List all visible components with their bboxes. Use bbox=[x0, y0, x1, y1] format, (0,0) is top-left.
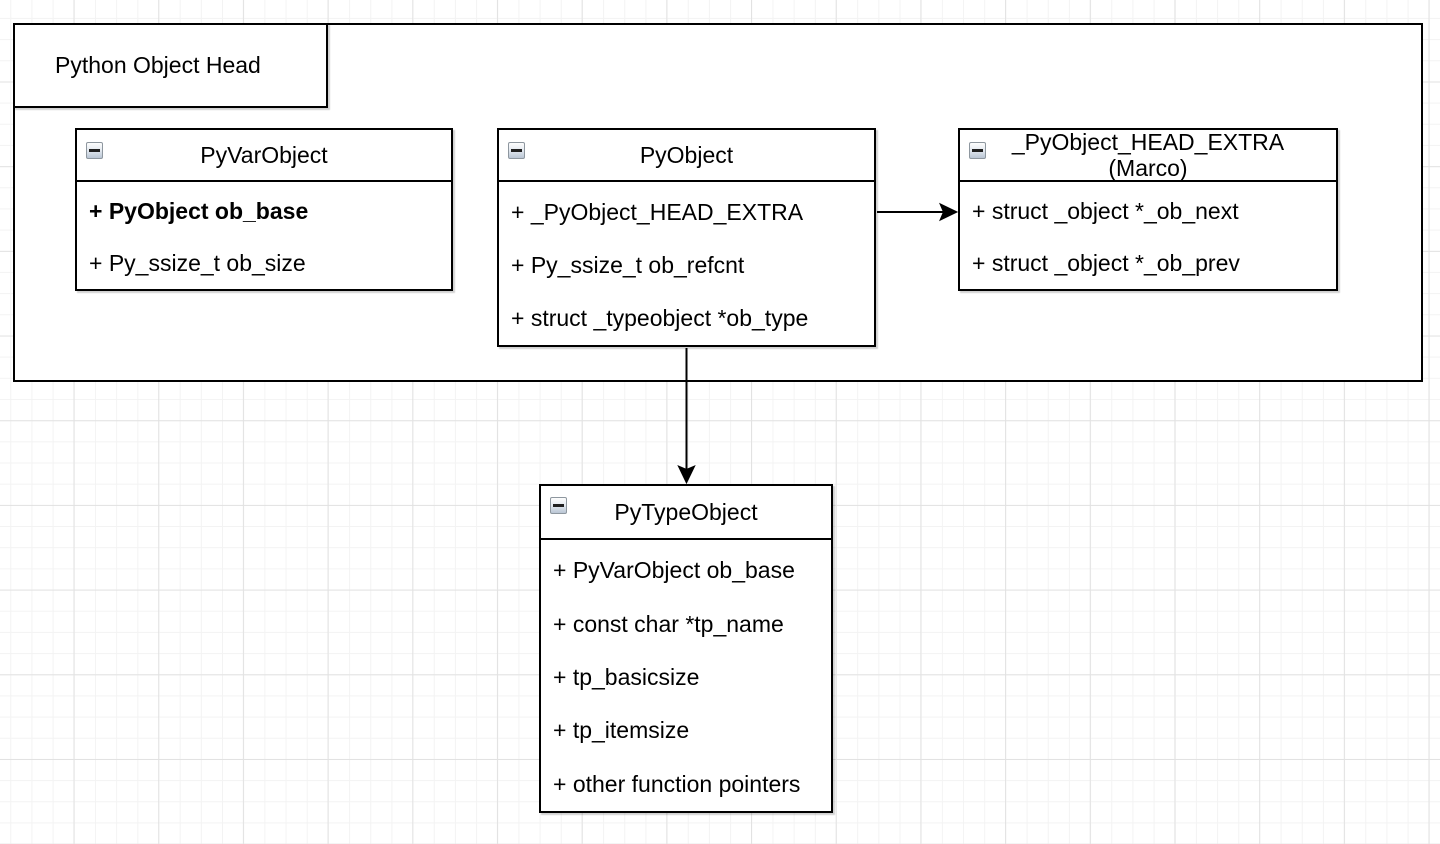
member-row[interactable]: + Py_ssize_t ob_size bbox=[89, 249, 306, 276]
class-pyvarobject-body: + PyObject ob_base + Py_ssize_t ob_size bbox=[77, 182, 451, 289]
minus-glyph bbox=[89, 149, 100, 152]
class-pytypeobject[interactable]: PyTypeObject + PyVarObject ob_base + con… bbox=[539, 484, 833, 813]
minus-glyph bbox=[553, 504, 564, 507]
collapse-minus-icon[interactable] bbox=[550, 497, 567, 514]
class-pyobject-body: + _PyObject_HEAD_EXTRA + Py_ssize_t ob_r… bbox=[499, 182, 874, 345]
class-title: PyObject bbox=[639, 142, 734, 168]
minus-glyph bbox=[511, 149, 522, 152]
member-row[interactable]: + tp_basicsize bbox=[553, 664, 700, 691]
member-row[interactable]: + _PyObject_HEAD_EXTRA bbox=[511, 199, 804, 225]
class-pyobject-header: PyObject bbox=[499, 130, 874, 182]
class-head-extra-body: + struct _object *_ob_next + struct _obj… bbox=[960, 182, 1336, 289]
class-pyvarobject[interactable]: PyVarObject + PyObject ob_base + Py_ssiz… bbox=[75, 128, 453, 291]
group-title-label: Python Object Head bbox=[55, 52, 261, 78]
class-pyobject-head-extra[interactable]: _PyObject_HEAD_EXTRA (Marco) + struct _o… bbox=[958, 128, 1338, 291]
member-row[interactable]: + PyVarObject ob_base bbox=[553, 557, 795, 584]
member-row[interactable]: + tp_itemsize bbox=[553, 717, 690, 744]
class-title: PyVarObject bbox=[200, 142, 328, 168]
collapse-minus-icon[interactable] bbox=[969, 142, 986, 159]
minus-glyph bbox=[972, 149, 983, 152]
class-head-extra-header: _PyObject_HEAD_EXTRA (Marco) bbox=[960, 129, 1336, 182]
member-row[interactable]: + struct _object *_ob_prev bbox=[972, 249, 1240, 276]
class-pyobject[interactable]: PyObject + _PyObject_HEAD_EXTRA + Py_ssi… bbox=[497, 128, 876, 347]
member-row[interactable]: + const char *tp_name bbox=[553, 610, 784, 637]
collapse-minus-icon[interactable] bbox=[508, 142, 525, 159]
class-subtitle: (Marco) bbox=[1108, 155, 1188, 181]
class-pyvarobject-header: PyVarObject bbox=[77, 130, 451, 182]
class-title: _PyObject_HEAD_EXTRA bbox=[1011, 129, 1285, 155]
member-row[interactable]: + PyObject ob_base bbox=[89, 198, 309, 225]
member-row[interactable]: + Py_ssize_t ob_refcnt bbox=[511, 252, 745, 278]
class-pytypeobject-header: PyTypeObject bbox=[541, 486, 831, 540]
member-row[interactable]: + struct _typeobject *ob_type bbox=[511, 305, 809, 331]
class-pytypeobject-body: + PyVarObject ob_base + const char *tp_n… bbox=[541, 540, 831, 811]
collapse-minus-icon[interactable] bbox=[86, 142, 103, 159]
group-title-box[interactable]: Python Object Head bbox=[13, 23, 328, 108]
member-row[interactable]: + struct _object *_ob_next bbox=[972, 198, 1239, 225]
class-title: PyTypeObject bbox=[614, 499, 758, 525]
member-row[interactable]: + other function pointers bbox=[553, 770, 801, 797]
